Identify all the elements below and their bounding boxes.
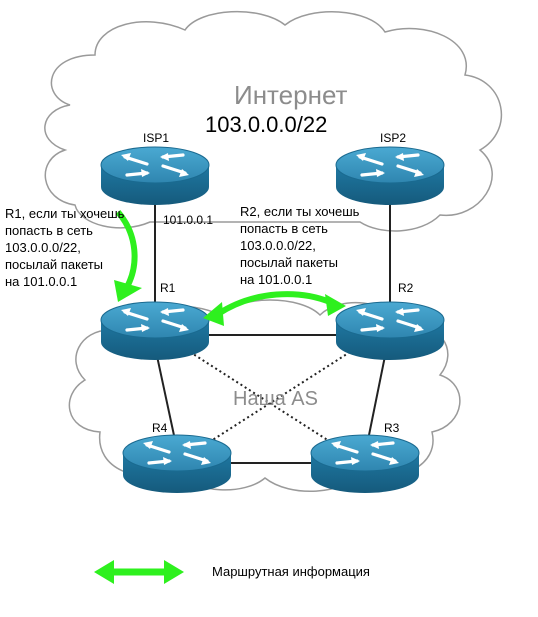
internet-prefix: 103.0.0.0/22 xyxy=(205,112,328,137)
router-r3-label: R3 xyxy=(384,421,400,435)
router-isp1 xyxy=(99,145,211,207)
router-r2-label: R2 xyxy=(398,281,414,295)
route-note-r2: R2, если ты хочешь попасть в сеть 103.0.… xyxy=(240,204,360,287)
router-isp1-label: ISP1 xyxy=(143,131,170,145)
link-isp1-r1-ip: 101.0.0.1 xyxy=(163,213,214,227)
router-r3 xyxy=(309,433,421,495)
internet-title: Интернет xyxy=(234,80,348,110)
legend-label: Маршрутная информация xyxy=(212,564,370,579)
router-r1 xyxy=(99,300,211,362)
as-title: Наша AS xyxy=(233,388,318,410)
router-r4 xyxy=(121,433,233,495)
router-r4-label: R4 xyxy=(152,421,168,435)
link-r2-r3 xyxy=(367,355,386,441)
route-note-r1: R1, если ты хочешь попасть в сеть 103.0.… xyxy=(5,206,125,289)
router-isp2 xyxy=(334,145,446,207)
route-arrow-isp1-r1 xyxy=(114,210,142,302)
link-r1-r4 xyxy=(156,355,176,441)
route-arrow-r1-r2 xyxy=(203,291,346,326)
router-r1-label: R1 xyxy=(160,281,176,295)
legend-arrow xyxy=(94,560,184,584)
router-r2 xyxy=(334,300,446,362)
router-isp2-label: ISP2 xyxy=(380,131,407,145)
